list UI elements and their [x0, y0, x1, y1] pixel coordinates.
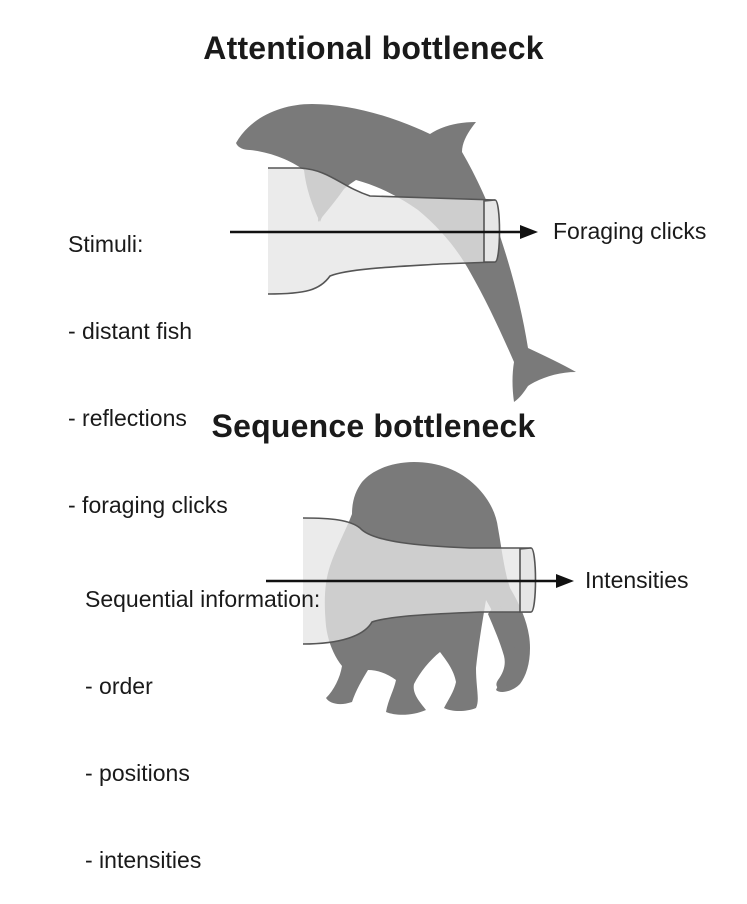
chimp-arm [488, 600, 518, 689]
stimuli-heading: Sequential information: [85, 586, 321, 612]
sequence-arrow [266, 574, 574, 588]
sequence-output-label: Intensities [585, 567, 689, 593]
bottle2-bottom-edge [302, 611, 531, 645]
attentional-output-label: Foraging clicks [553, 218, 707, 244]
stimulus-item: - order [85, 673, 153, 699]
bottle-bottom-edge [267, 261, 496, 295]
stimulus-item: - reflections [68, 405, 187, 431]
stimuli-heading: Stimuli: [68, 231, 144, 257]
stimulus-item: - intensities [85, 847, 202, 873]
diagram-canvas [230, 104, 576, 715]
stimulus-item: - distant fish [68, 318, 192, 344]
attentional-stimuli-list: Stimuli: - distant fish - reflections - … [68, 172, 228, 549]
stimulus-item: - positions [85, 760, 190, 786]
bottle2-top-edge [302, 517, 531, 549]
attentional-arrow [230, 225, 538, 239]
attentional-bottleneck-title: Attentional bottleneck [203, 30, 544, 66]
sequence-bottleneck-title: Sequence bottleneck [211, 408, 536, 444]
stimulus-item: - foraging clicks [68, 492, 228, 518]
bottle-top-edge [268, 167, 496, 201]
sequence-stimuli-list: Sequential information: - order - positi… [85, 527, 320, 904]
